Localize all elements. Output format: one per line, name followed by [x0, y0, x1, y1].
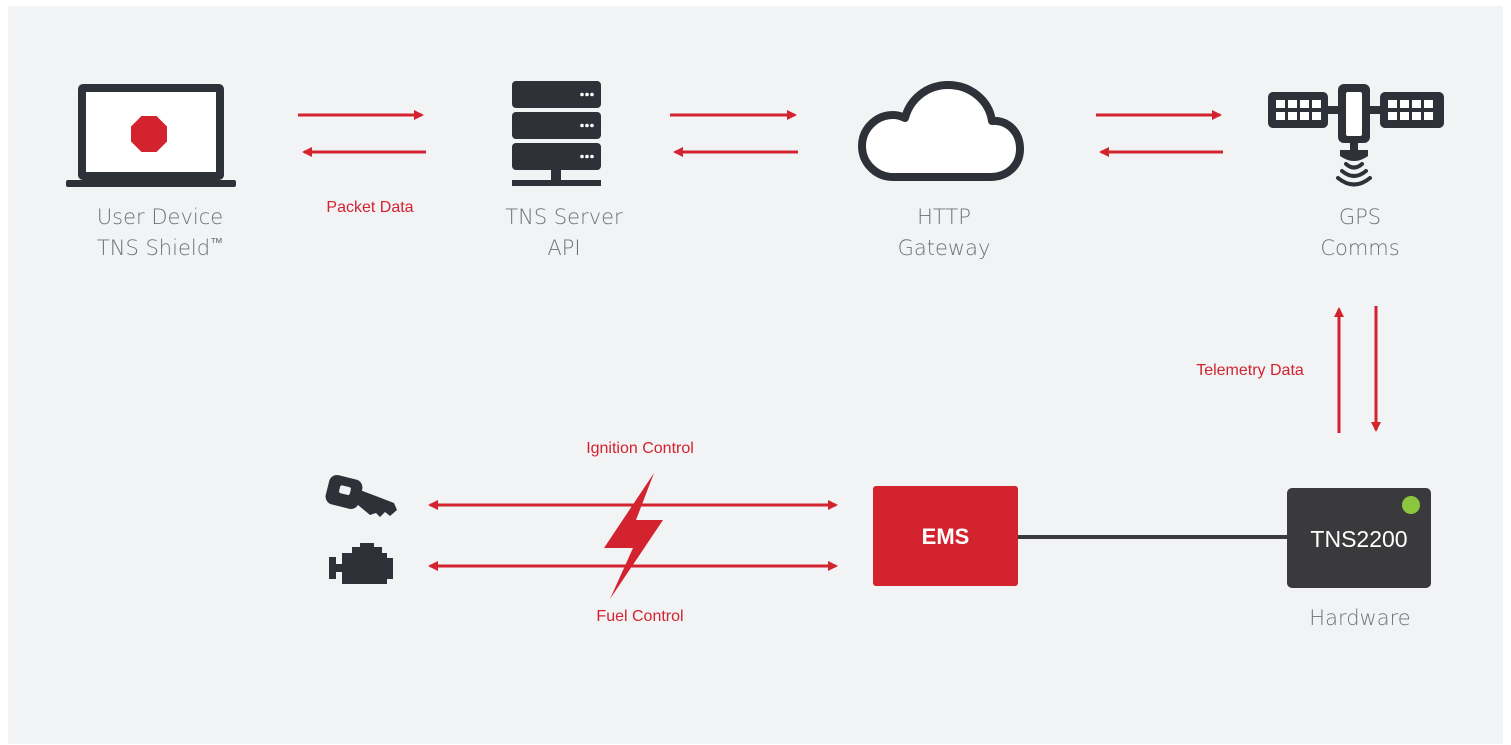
flow-label-packet: Packet Data: [326, 199, 414, 216]
node-label-server: TNS Server API: [464, 202, 664, 264]
status-led-icon: [1402, 496, 1420, 514]
flow-label-telemetry: Telemetry Data: [1196, 362, 1304, 379]
satellite-icon: [1268, 84, 1444, 187]
node-label-user-device: User Device TNS Shield™: [60, 202, 260, 264]
car-key-icon: [325, 475, 397, 517]
lightning-bolt-icon: [604, 473, 663, 599]
stop-sign-icon: [131, 116, 167, 152]
user-device-line1: User Device: [96, 205, 224, 229]
trademark-mark: ™: [210, 236, 224, 251]
node-label-gateway: HTTP Gateway: [844, 202, 1044, 264]
ems-box: [873, 486, 1018, 586]
arrows-device-server: [298, 110, 426, 157]
server-line2: API: [547, 236, 581, 260]
server-line1: TNS Server: [505, 205, 623, 229]
flow-label-ignition: Ignition Control: [586, 440, 694, 457]
gps-line1: GPS: [1338, 205, 1382, 229]
user-device-name: TNS Shield: [96, 236, 211, 260]
laptop-stop-icon: [66, 84, 236, 187]
user-device-line2: TNS Shield™: [60, 233, 260, 264]
arrows-gps-hardware: [1334, 306, 1381, 433]
diagram-svg: [66, 81, 1444, 599]
arrows-server-gateway: [670, 110, 798, 157]
server-rack-icon: [512, 81, 601, 186]
diagram-canvas: User Device TNS Shield™ TNS Server API H…: [8, 6, 1503, 744]
node-label-gps: GPS Comms: [1260, 202, 1460, 264]
cloud-icon: [858, 81, 1024, 181]
flow-label-fuel: Fuel Control: [596, 608, 684, 625]
hardware-device-label: TNS2200: [1310, 526, 1408, 552]
gps-line2: Comms: [1320, 236, 1400, 260]
ems-label: EMS: [921, 524, 970, 549]
node-label-hardware: Hardware: [1260, 603, 1460, 634]
gateway-line1: HTTP: [917, 205, 971, 229]
hardware-box: [1287, 488, 1431, 588]
arrows-gateway-gps: [1096, 110, 1223, 157]
hardware-caption: Hardware: [1309, 606, 1411, 630]
engine-icon: [329, 543, 393, 584]
gateway-line2: Gateway: [897, 236, 991, 260]
